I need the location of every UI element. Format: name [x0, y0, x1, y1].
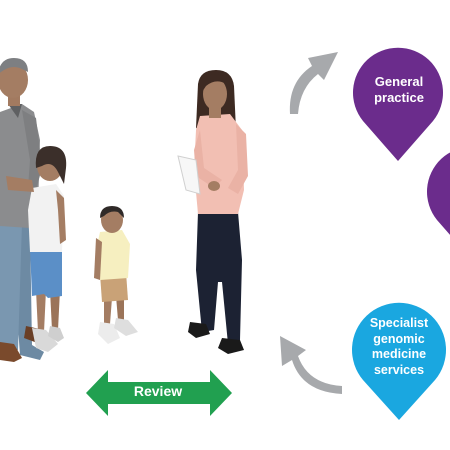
general-practice-line1: General [374, 74, 424, 89]
specialist-line1: Specialist [369, 316, 429, 330]
partial-pin [427, 152, 450, 235]
upper-curved-arrow [289, 52, 338, 114]
specialist-pin [351, 302, 446, 420]
specialist-line4: services [373, 362, 425, 377]
son-figure [94, 206, 138, 344]
general-practice-label: General practice [354, 74, 444, 107]
review-double-arrow [86, 370, 232, 416]
review-label: Review [133, 383, 183, 399]
lower-curved-arrow [280, 336, 342, 394]
daughter-figure [6, 146, 67, 352]
general-practice-pin [352, 47, 443, 161]
specialist-line3: medicine [371, 347, 427, 362]
general-practice-line2: practice [374, 90, 424, 106]
specialist-line2: genomic [373, 331, 425, 346]
specialist-label: Specialist genomic medicine services [354, 316, 444, 379]
clinician-figure [177, 70, 248, 354]
